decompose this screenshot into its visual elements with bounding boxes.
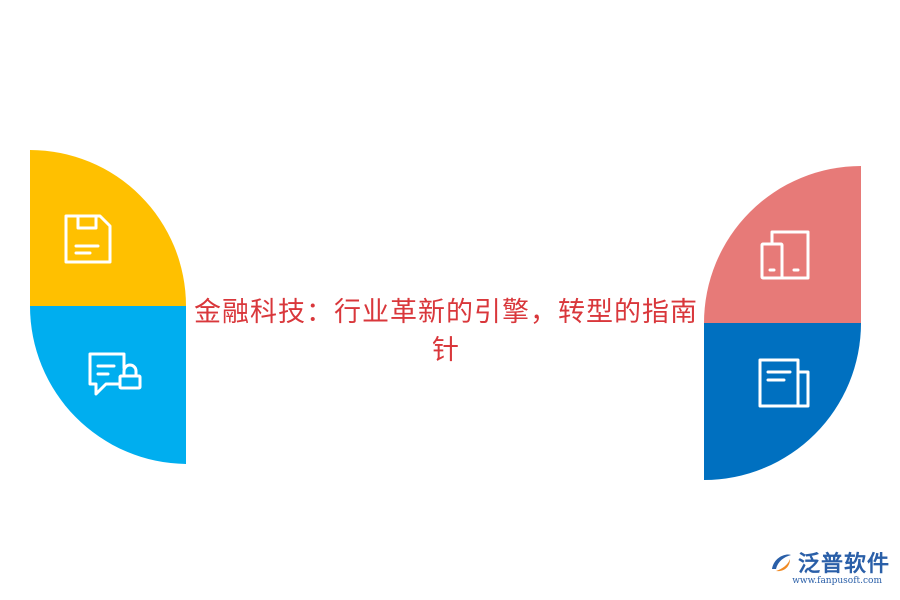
left-top-quadrant	[30, 150, 186, 306]
document-icon	[758, 358, 810, 408]
brand-name: 泛普软件	[797, 552, 890, 577]
brand-mark-icon	[771, 554, 791, 572]
two-phones-icon	[760, 230, 810, 280]
page-title: 金融科技：行业革新的引擎，转型的指南针	[194, 297, 698, 366]
chat-lock-icon	[88, 352, 142, 396]
floppy-document-icon	[64, 214, 112, 264]
brand-url: www.fanpusoft.com	[792, 576, 882, 586]
right-bottom-quadrant	[704, 323, 861, 480]
brand-logo: 泛普软件 www.fanpusoft.com	[768, 546, 890, 586]
